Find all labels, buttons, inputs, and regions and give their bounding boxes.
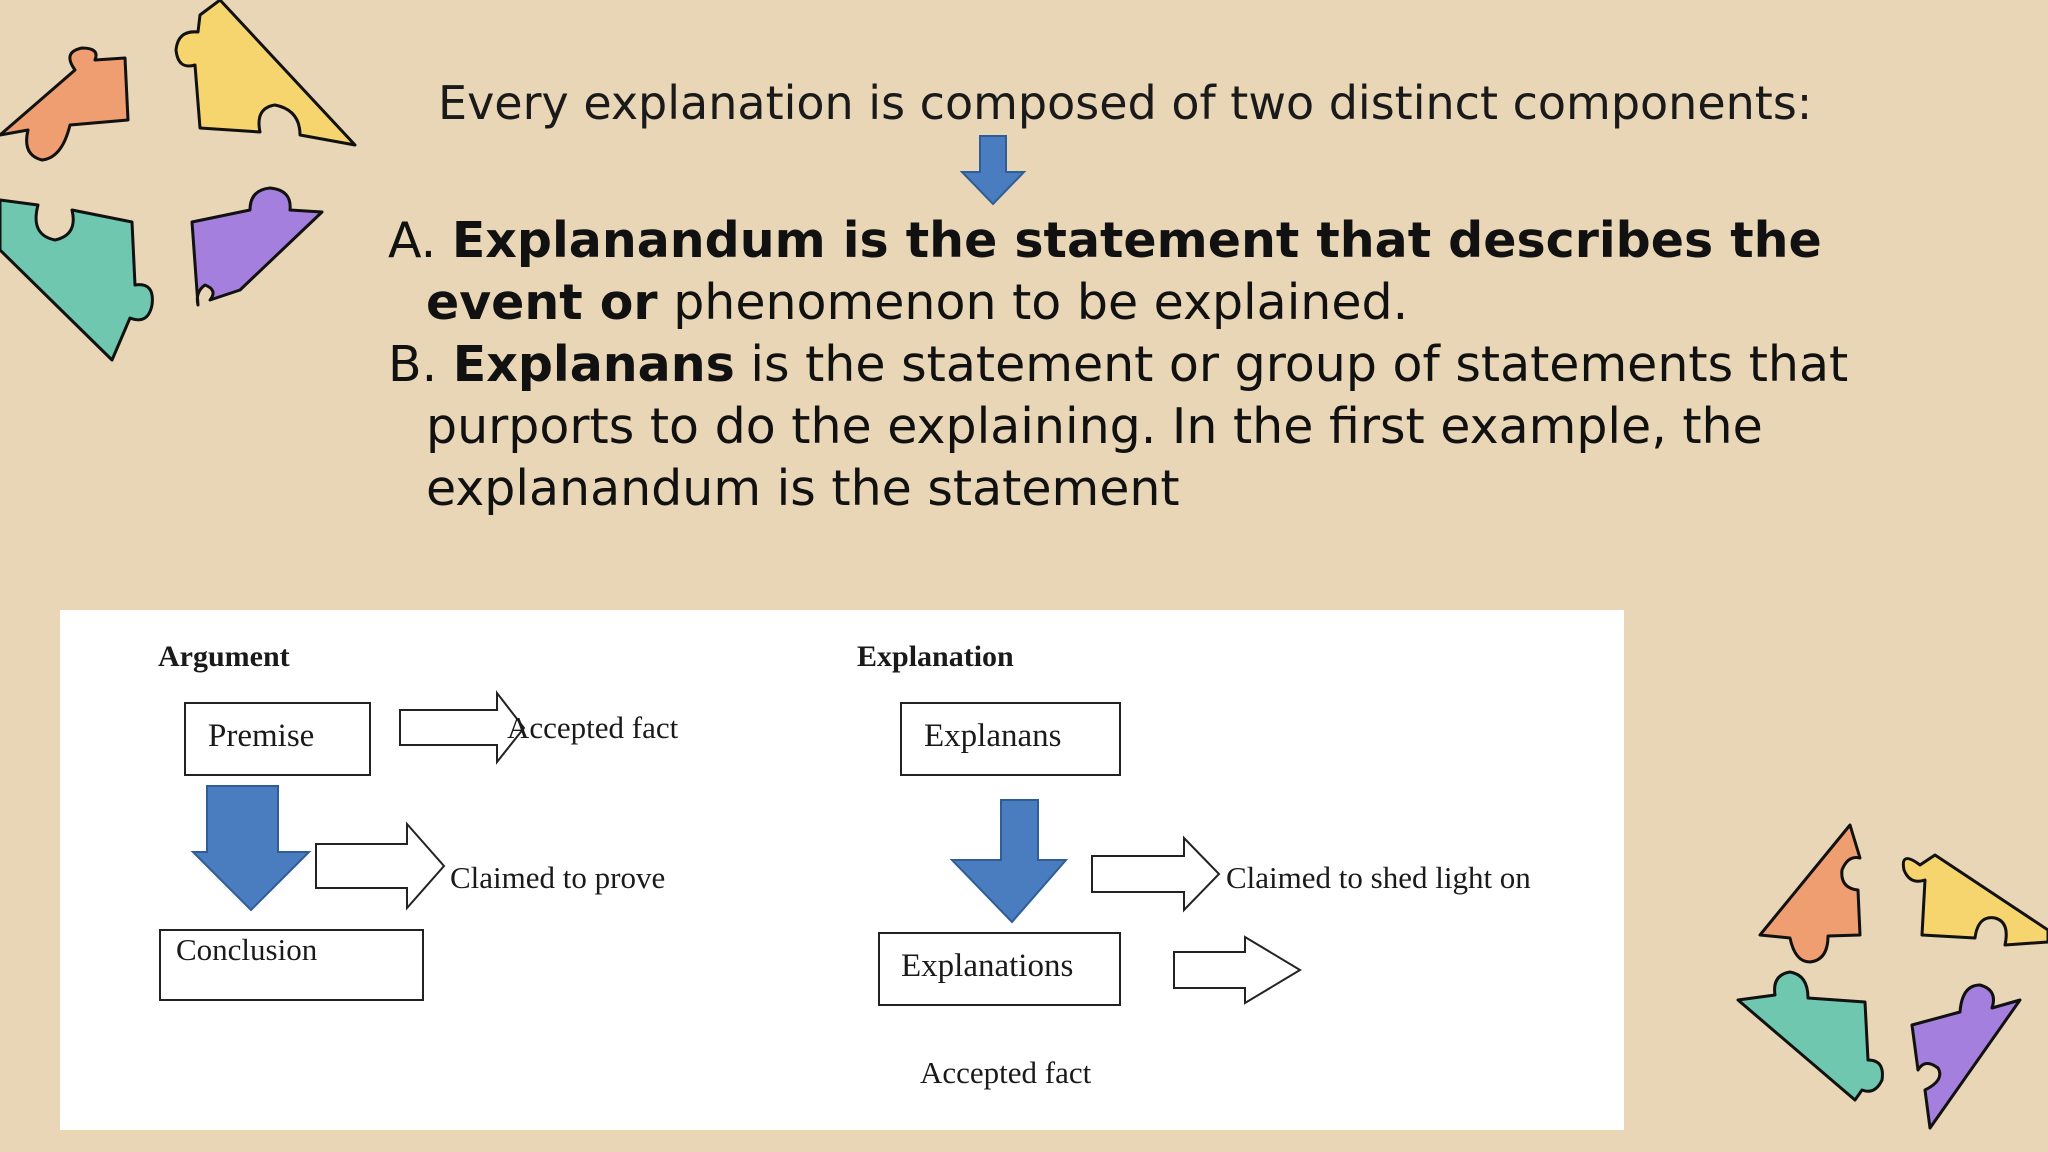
definition-a-bold: Explanandum is the statement that descri… [426, 212, 1822, 331]
definition-a-marker: A. [388, 212, 437, 269]
definition-b-bold: Explanans [452, 336, 735, 393]
right-arrow-icon [399, 690, 526, 765]
puzzle-piece-teal-icon [0, 198, 154, 362]
definition-b-rest: is the statement or group of statements … [426, 336, 1849, 517]
premise-box [184, 702, 371, 776]
explanans-label: Explanans [924, 718, 1062, 754]
argument-heading: Argument [158, 640, 290, 673]
right-arrow-icon [1173, 935, 1302, 1005]
explanations-label: Explanations [901, 948, 1074, 984]
definition-a: A. Explanandum is the statement that des… [388, 210, 1948, 334]
puzzle-piece-orange-icon [1758, 823, 1862, 964]
puzzle-piece-orange-icon [0, 46, 130, 162]
down-arrow-icon [949, 799, 1069, 924]
accepted-fact-label: Accepted fact [920, 1055, 1092, 1090]
explanation-heading: Explanation [857, 640, 1014, 673]
down-arrow-icon [190, 785, 312, 912]
right-arrow-icon [315, 821, 446, 911]
intro-text: Every explanation is composed of two dis… [438, 76, 1813, 130]
definition-b: B. Explanans is the statement or group o… [388, 334, 1948, 520]
puzzle-piece-purple-icon [1910, 983, 2022, 1130]
puzzle-piece-yellow-icon [1901, 853, 2048, 947]
conclusion-box [159, 929, 424, 1001]
down-arrow-icon [959, 135, 1027, 206]
definition-b-marker: B. [388, 336, 438, 393]
definition-a-rest: phenomenon to be explained. [673, 274, 1409, 331]
claimed-to-shed-light-label: Claimed to shed light on [1226, 860, 1531, 895]
right-arrow-icon [1091, 835, 1221, 913]
definition-list: A. Explanandum is the statement that des… [388, 210, 1948, 520]
claimed-to-prove-label: Claimed to prove [450, 860, 666, 895]
puzzle-piece-purple-icon [190, 186, 324, 307]
puzzle-piece-teal-icon [1736, 970, 1884, 1102]
explanans-box [900, 702, 1121, 776]
argument-vs-explanation-diagram: Argument Premise Accepted fact Claimed t… [60, 610, 1624, 1130]
explanations-box [878, 932, 1121, 1006]
conclusion-label: Conclusion [176, 932, 318, 967]
accepted-fact-label: Accepted fact [507, 710, 679, 745]
premise-label: Premise [208, 718, 315, 754]
puzzle-piece-yellow-icon [174, 0, 357, 147]
diagram-graphics [159, 690, 1302, 1006]
